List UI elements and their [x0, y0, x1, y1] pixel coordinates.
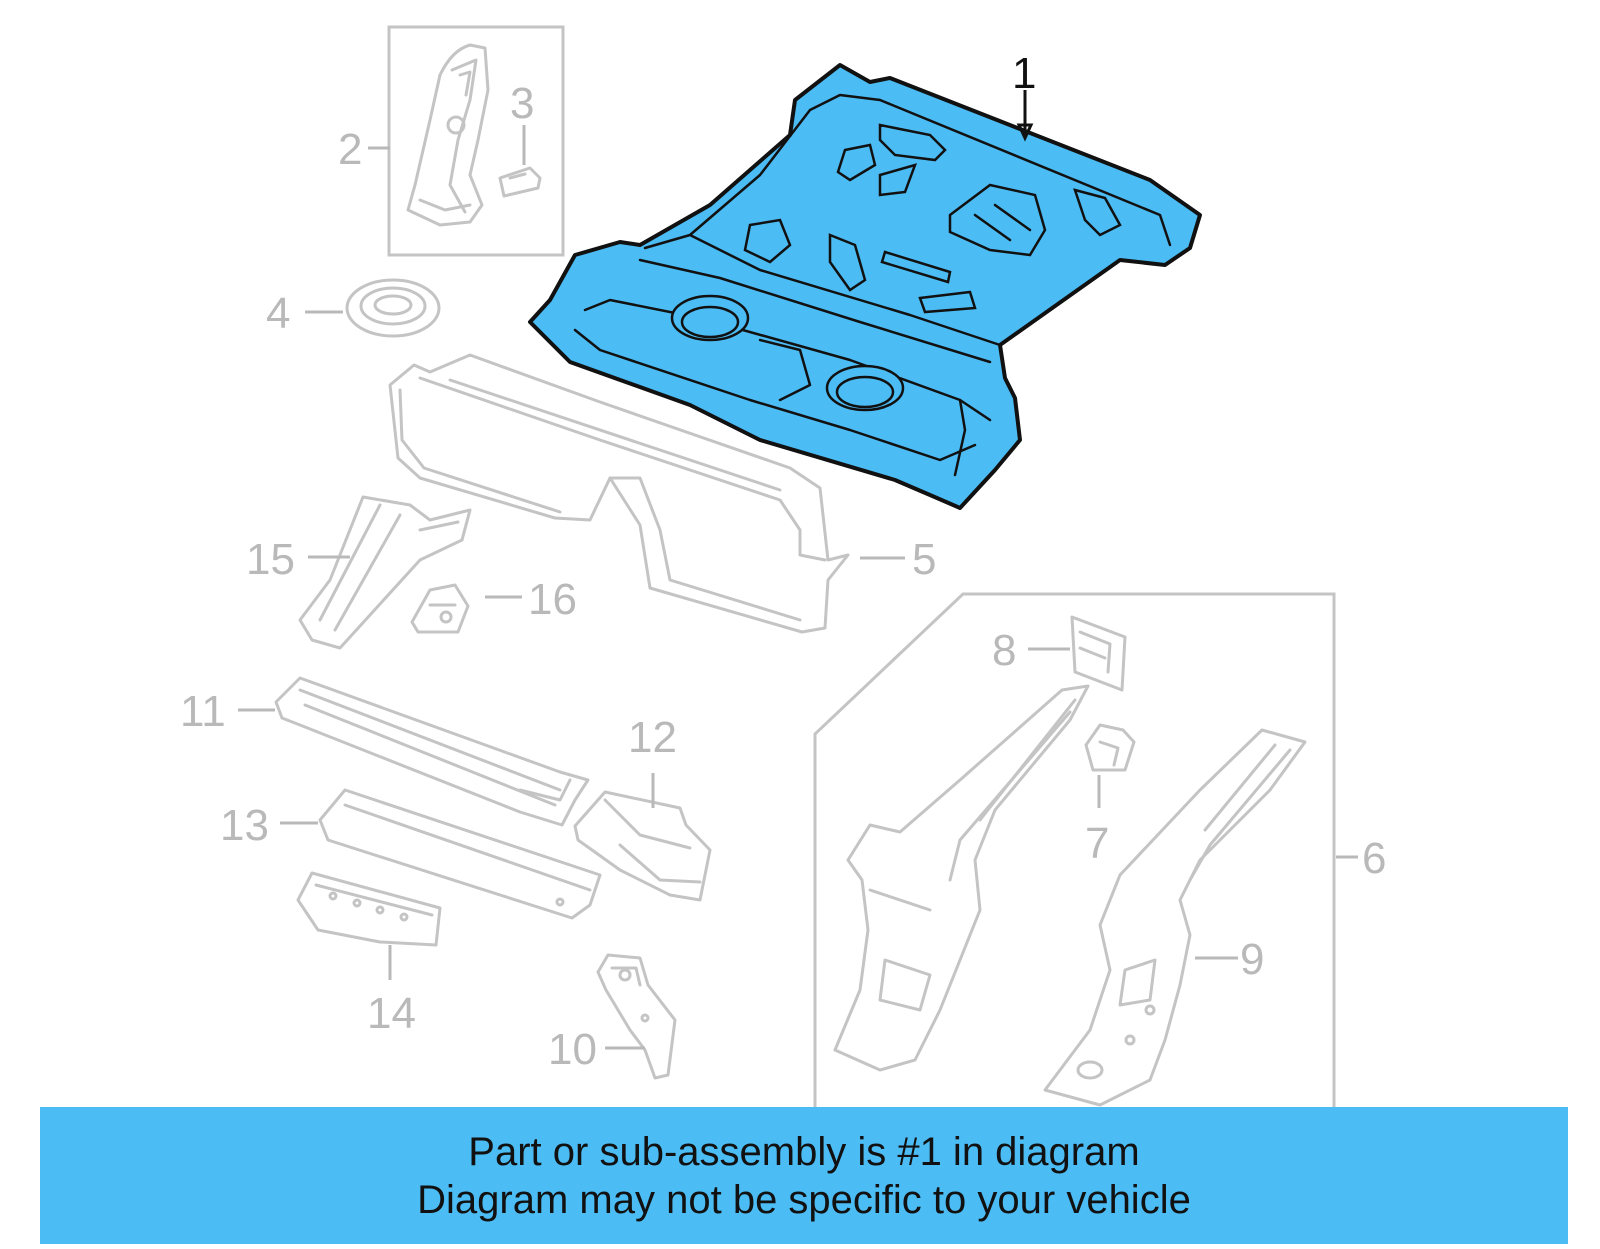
part-11[interactable]: [274, 676, 590, 827]
part-3[interactable]: [498, 166, 542, 198]
callout-1: 1: [1012, 49, 1036, 98]
part-15[interactable]: [298, 495, 472, 650]
callout-10: 10: [548, 1025, 597, 1074]
part-8[interactable]: [1070, 615, 1127, 692]
callout-3: 3: [510, 79, 534, 128]
part-2[interactable]: [406, 43, 490, 227]
banner-line-1: Part or sub-assembly is #1 in diagram: [468, 1129, 1140, 1174]
part-7[interactable]: [1084, 723, 1136, 772]
callout-16: 16: [528, 575, 577, 624]
part-9[interactable]: [1043, 728, 1307, 1107]
callout-14: 14: [367, 989, 416, 1038]
callout-12: 12: [628, 713, 677, 762]
callout-9: 9: [1240, 935, 1264, 984]
callout-11: 11: [180, 687, 226, 736]
part-12[interactable]: [573, 790, 712, 902]
callout-2: 2: [338, 125, 362, 174]
callout-15: 15: [246, 535, 295, 584]
callout-8: 8: [992, 626, 1016, 675]
part-16[interactable]: [410, 583, 470, 634]
part-6-left[interactable]: [833, 684, 1090, 1072]
callout-7: 7: [1085, 819, 1109, 868]
part-10[interactable]: [596, 953, 677, 1080]
part-4[interactable]: [345, 278, 441, 338]
part-5[interactable]: [388, 353, 850, 634]
callout-6: 6: [1362, 834, 1386, 883]
callout-5: 5: [912, 535, 936, 584]
part-14[interactable]: [296, 871, 442, 947]
floor-pan-outline: [528, 63, 1202, 510]
group-box-2-3: [387, 25, 565, 257]
info-banner: Part or sub-assembly is #1 in diagram Di…: [40, 1107, 1568, 1244]
callout-4: 4: [266, 289, 290, 338]
part-1-floor-pan[interactable]: [528, 63, 1202, 510]
part-13[interactable]: [318, 788, 602, 920]
callout-13: 13: [220, 801, 269, 850]
banner-line-2: Diagram may not be specific to your vehi…: [417, 1177, 1191, 1222]
